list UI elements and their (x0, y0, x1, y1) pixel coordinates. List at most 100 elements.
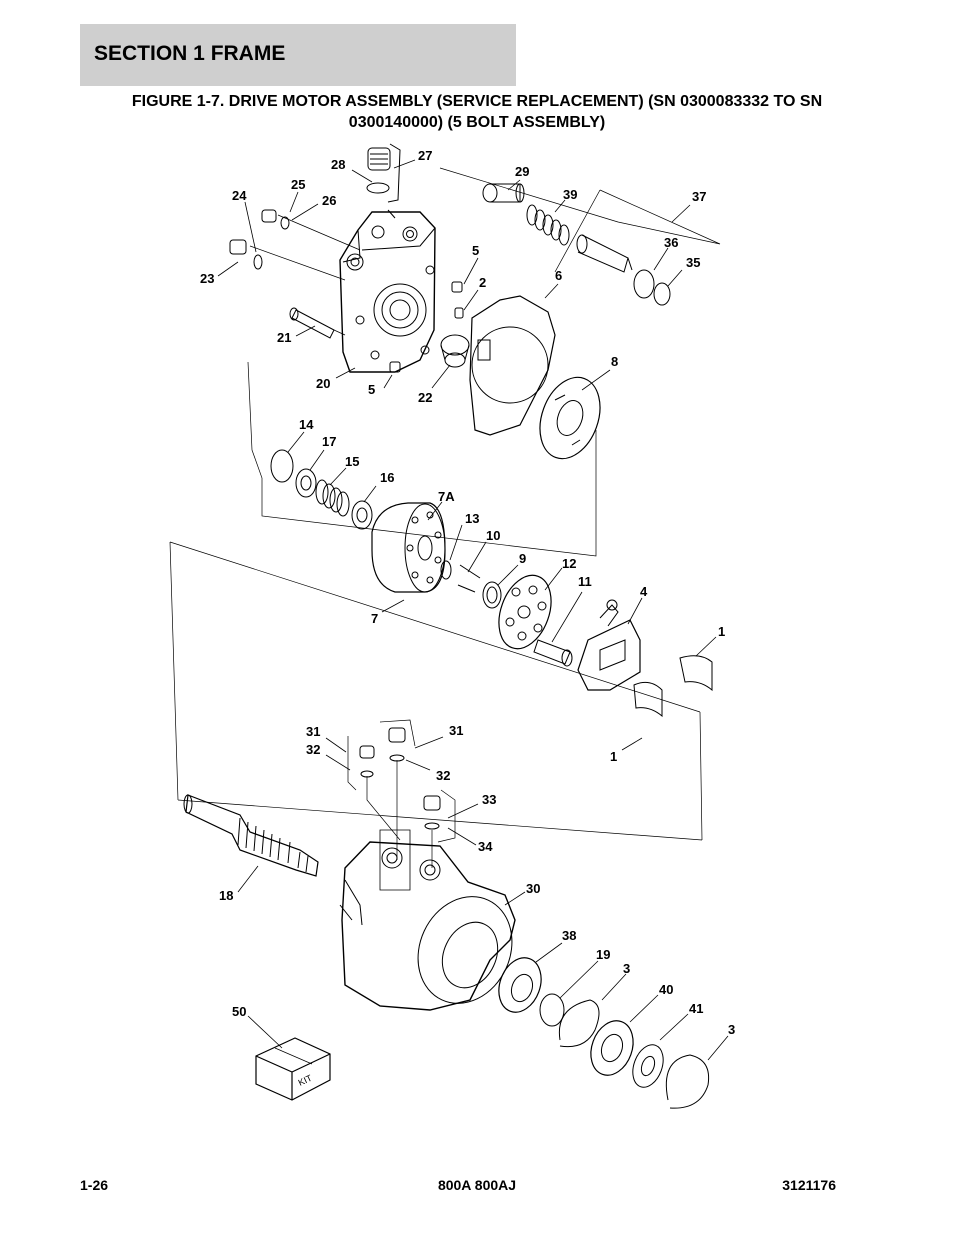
pins-10 (457, 564, 481, 593)
callout-27: 27 (418, 148, 432, 163)
callout-38: 38 (562, 928, 576, 943)
cylinder-barrel-7a (371, 502, 446, 593)
thrust-washer-41 (632, 1044, 664, 1088)
callout-10: 10 (486, 528, 500, 543)
callout-28: 28 (331, 157, 345, 172)
callout-3-lower: 3 (728, 1022, 735, 1037)
plug-23 (229, 239, 247, 255)
cylinder-group (169, 361, 713, 841)
callout-11: 11 (578, 574, 592, 589)
callout-7: 7 (371, 611, 378, 626)
callout-35: 35 (686, 255, 700, 270)
figure-title-line-2: 0300140000) (5 BOLT ASSEMBLY) (348, 114, 606, 131)
callout-2: 2 (479, 275, 486, 290)
callout-30: 30 (526, 881, 540, 896)
section-title: SECTION 1 FRAME (94, 42, 286, 65)
plug-33 (423, 795, 441, 811)
callout-5-lower: 5 (368, 382, 375, 397)
callout-34: 34 (478, 839, 493, 854)
footer-model: 800A 800AJ (437, 1177, 517, 1193)
callout-36: 36 (664, 235, 678, 250)
spring-39 (526, 204, 570, 246)
section-header: SECTION 1 FRAME (80, 24, 516, 86)
callout-7a: 7A (438, 489, 455, 504)
callout-19: 19 (596, 947, 610, 962)
shaft-seal-40 (590, 1020, 634, 1076)
callout-labels: 28 27 29 39 37 25 26 24 23 5 2 6 36 35 2… (200, 148, 735, 1037)
pin-2 (454, 307, 464, 319)
callout-6: 6 (555, 268, 562, 283)
swashplate-4 (577, 619, 641, 691)
snap-ring-3b (665, 1054, 710, 1109)
plug-31 (359, 745, 375, 759)
callout-5-upper: 5 (472, 243, 479, 258)
spring-15 (315, 479, 350, 517)
callout-41: 41 (689, 1001, 703, 1016)
pin-5 (451, 281, 463, 293)
callout-40: 40 (659, 982, 673, 997)
ring-35 (653, 282, 671, 306)
retaining-ring-19 (539, 993, 565, 1027)
callout-21: 21 (277, 330, 291, 345)
callout-26: 26 (322, 193, 336, 208)
end-cap-group (229, 143, 721, 460)
callout-17: 17 (322, 434, 336, 449)
callout-18: 18 (219, 888, 233, 903)
callout-12: 12 (562, 556, 576, 571)
washer-17 (295, 468, 317, 498)
plug-28 (367, 147, 391, 171)
callout-4: 4 (640, 584, 648, 599)
callout-20: 20 (316, 376, 330, 391)
callout-31-left: 31 (306, 724, 320, 739)
callout-24: 24 (232, 188, 247, 203)
callout-37: 37 (692, 189, 706, 204)
end-cap-housing (339, 211, 436, 373)
callout-50: 50 (232, 1004, 246, 1019)
plug-37 (576, 234, 588, 254)
leader-lines (217, 159, 729, 1061)
figure-title-line-1: FIGURE 1-7. DRIVE MOTOR ASSEMBLY (SERVIC… (131, 93, 823, 110)
motor-housing-30 (341, 841, 516, 1011)
shaft-bearing-38 (498, 957, 542, 1013)
callout-14: 14 (299, 417, 314, 432)
callout-25: 25 (291, 177, 305, 192)
o-ring-36 (633, 269, 655, 299)
bolt-21 (291, 309, 335, 339)
ring-13 (440, 560, 452, 580)
callout-13: 13 (465, 511, 479, 526)
seal-kit-box-50: KIT (255, 1037, 331, 1101)
washer-16 (351, 500, 373, 530)
footer-page-number: 1-26 (80, 1177, 109, 1193)
footer-doc-number: 3121176 (782, 1177, 836, 1193)
swash-bearing-1b (633, 681, 663, 718)
plug-24 (261, 209, 277, 223)
callout-31-right: 31 (449, 723, 463, 738)
callout-23: 23 (200, 271, 214, 286)
retaining-ring-14 (270, 449, 294, 483)
callout-32-right: 32 (436, 768, 450, 783)
swash-bearing-1a (679, 655, 713, 692)
bearing-22 (440, 334, 470, 356)
callout-33: 33 (482, 792, 496, 807)
pivot-9 (482, 581, 502, 609)
callout-15: 15 (345, 454, 359, 469)
housing-group (183, 719, 710, 1109)
figure-title: FIGURE 1-7. DRIVE MOTOR ASSEMBLY (SERVIC… (60, 91, 894, 133)
retainer-plate-12 (498, 574, 552, 650)
callout-1-upper: 1 (718, 624, 725, 639)
callout-16: 16 (380, 470, 394, 485)
callout-39: 39 (563, 187, 577, 202)
kit-label: KIT (297, 1073, 314, 1088)
o-ring-27 (366, 182, 390, 194)
callout-9: 9 (519, 551, 526, 566)
piston-11 (533, 639, 571, 665)
valve-plate-8 (539, 376, 601, 460)
callout-1-lower: 1 (610, 749, 617, 764)
drive-shaft-18 (185, 794, 319, 877)
callout-3-upper: 3 (623, 961, 630, 976)
callout-29: 29 (515, 164, 529, 179)
callout-32-left: 32 (306, 742, 320, 757)
snap-ring-3a (558, 999, 600, 1048)
callout-22: 22 (418, 390, 432, 405)
